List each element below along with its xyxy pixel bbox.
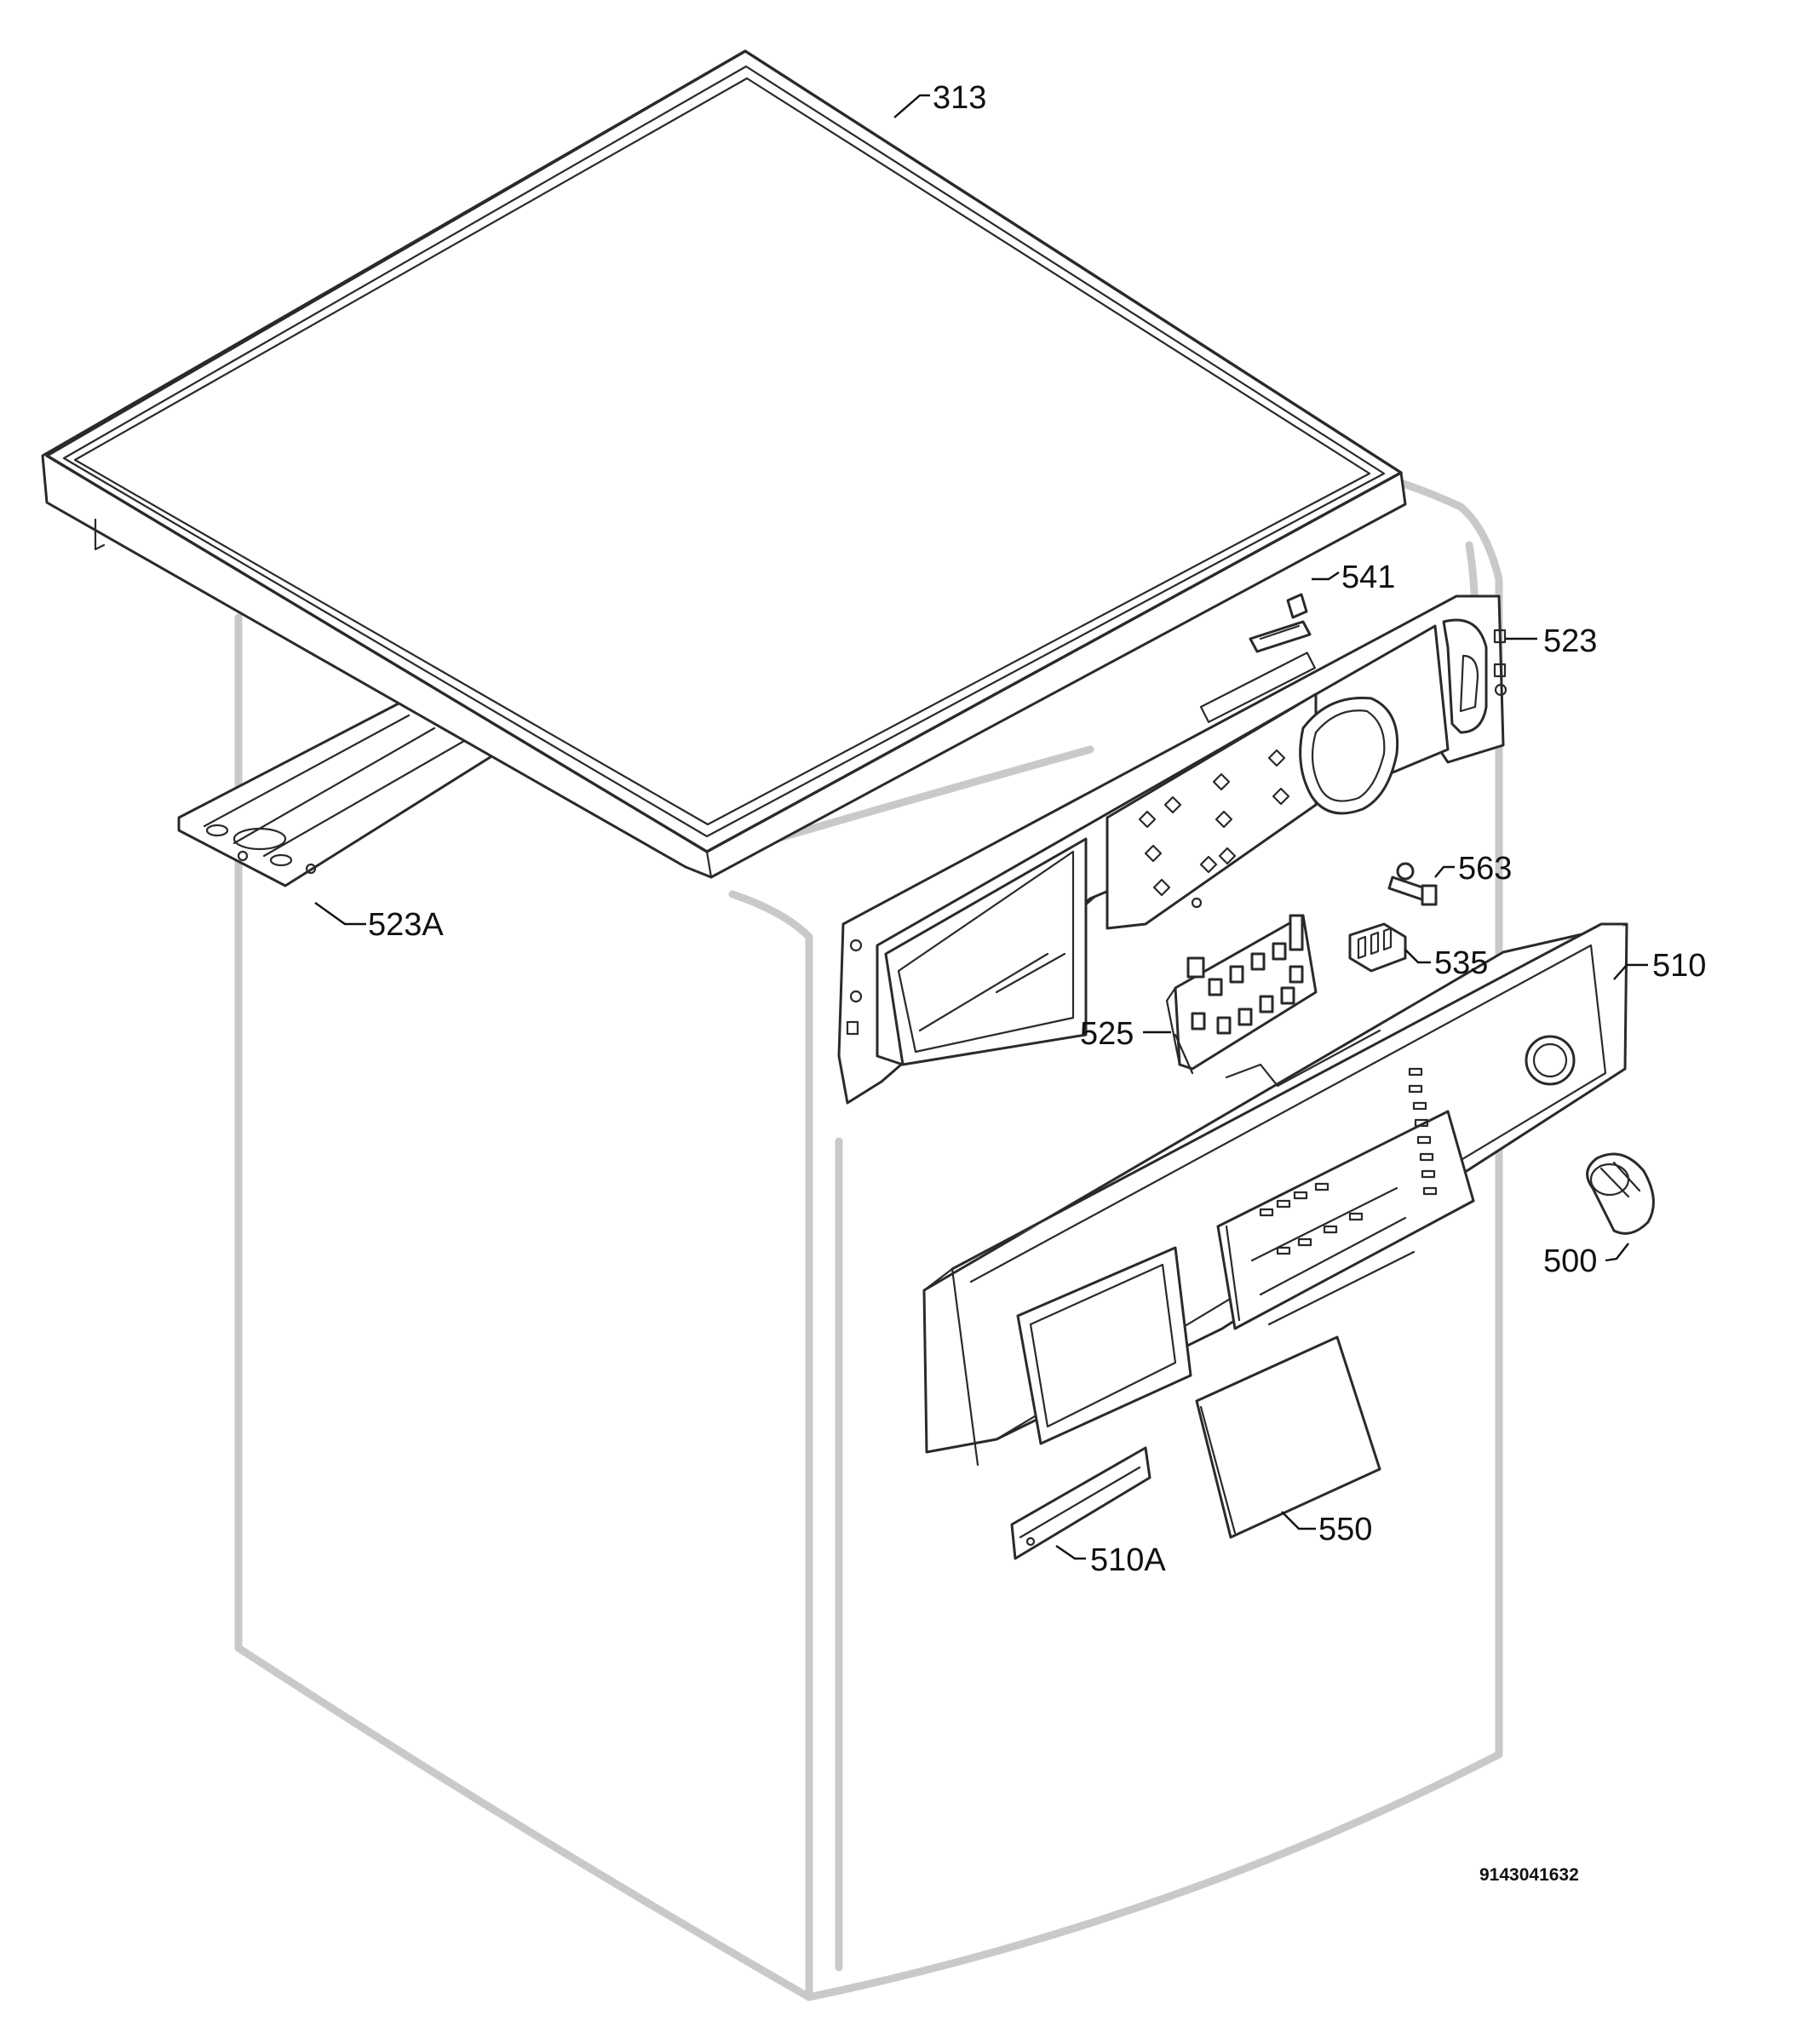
callout-523: 523 xyxy=(1543,623,1597,659)
front-panel-510-part xyxy=(922,922,1628,1467)
callout-541: 541 xyxy=(1341,560,1395,595)
document-id: 9143041632 xyxy=(1479,1865,1579,1885)
program-knob-500-part xyxy=(1586,1152,1655,1235)
top-cover-part xyxy=(41,49,1407,879)
callout-523a: 523A xyxy=(368,907,444,943)
callout-525: 525 xyxy=(1080,1016,1134,1052)
leader-lines xyxy=(314,94,1648,1560)
connector-541-part xyxy=(1249,593,1312,653)
label-strip-510a-part xyxy=(1010,1446,1151,1560)
callout-550: 550 xyxy=(1318,1512,1372,1547)
control-panel-carrier-part xyxy=(837,594,1508,1105)
callout-313: 313 xyxy=(933,80,986,116)
callout-510a: 510A xyxy=(1090,1542,1166,1578)
callout-500: 500 xyxy=(1543,1243,1597,1279)
instruction-booklet-550-part xyxy=(1195,1335,1381,1539)
display-module-535-part xyxy=(1348,922,1407,973)
callout-510: 510 xyxy=(1652,948,1706,984)
callout-labels: 313 541 523 563 523A 535 510 525 500 510… xyxy=(368,80,1706,1578)
callout-563: 563 xyxy=(1458,851,1512,887)
electronic-board-525-part xyxy=(1165,914,1318,1075)
carrier-button-cutouts xyxy=(1138,749,1290,909)
pin-563-part xyxy=(1387,862,1438,906)
rear-rail-part xyxy=(177,701,504,887)
panel-indicator-slots xyxy=(1259,1067,1438,1255)
callout-535: 535 xyxy=(1434,945,1488,981)
